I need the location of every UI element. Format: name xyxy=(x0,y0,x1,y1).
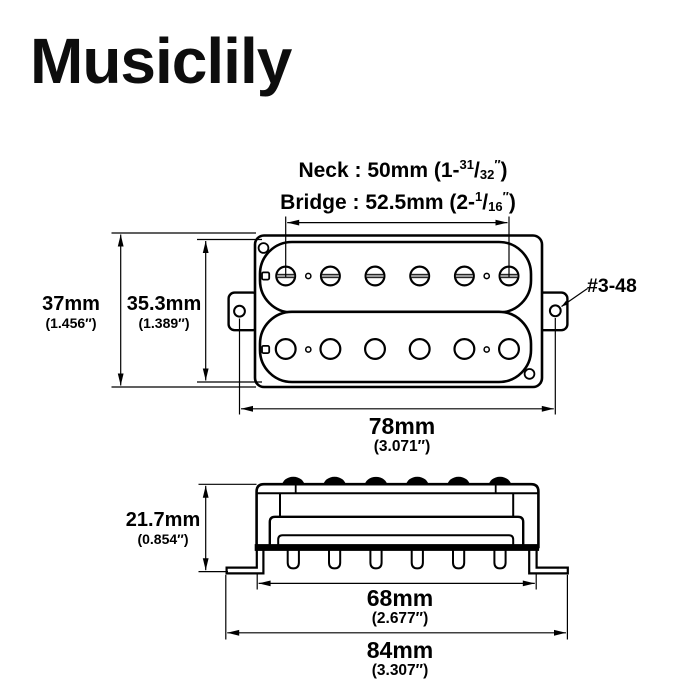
neck-fraction-slash: / xyxy=(474,159,480,182)
bridge-spacing-text: Bridge : 52.5mm (2- xyxy=(280,191,476,214)
mounting-screw-hole-left xyxy=(233,304,246,318)
pole-slug-row xyxy=(274,338,521,361)
pole-slug xyxy=(498,338,521,361)
bridge-inch-prime: ″ xyxy=(502,189,509,204)
cover-screw-top-left xyxy=(257,242,270,254)
cover-dot xyxy=(483,272,491,280)
dim-body-width-mm: 78mm xyxy=(368,413,436,439)
lead-slot-bottom xyxy=(261,344,271,354)
neck-fraction-denominator: 32 xyxy=(479,167,495,182)
dimension-annotations-top xyxy=(111,216,588,415)
bobbin-top xyxy=(258,240,533,314)
pole-screw-slot xyxy=(454,273,474,279)
mounting-bracket-right xyxy=(528,547,569,575)
cover-screw-bottom-right xyxy=(523,368,536,380)
pole-screw-slot xyxy=(410,273,430,279)
cover-dot xyxy=(304,272,312,280)
pole-slug xyxy=(453,338,476,361)
neck-spacing-text: Neck : 50mm (1- xyxy=(298,159,460,182)
pole-leg xyxy=(410,547,424,570)
pickup-top-view xyxy=(227,234,569,389)
dim-body-width-inch: (3.071″) xyxy=(373,437,431,455)
dimension-annotations-side xyxy=(198,483,569,640)
pole-leg-row xyxy=(286,547,507,570)
pole-slug xyxy=(408,338,431,361)
neck-inch-prime: ″ xyxy=(494,157,501,172)
pole-leg xyxy=(286,547,300,570)
pole-screw-slot xyxy=(320,273,340,279)
dim-overall-width-mm: 84mm xyxy=(366,637,434,663)
bridge-spacing-label: Bridge : 52.5mm (2-1/16″) xyxy=(280,189,516,215)
mounting-bracket-left xyxy=(225,547,265,575)
bridge-fraction-numerator: 1 xyxy=(475,189,483,204)
pole-slug xyxy=(274,338,297,361)
dim-overall-height-mm: 37mm xyxy=(42,293,100,315)
dim-side-height-mm: 21.7mm xyxy=(125,509,201,531)
dim-leg-span-inch: (2.677″) xyxy=(371,609,429,627)
baseplate-bar xyxy=(254,544,540,551)
leader-line-screw-thread xyxy=(561,288,588,307)
screw-thread-label: #3-48 xyxy=(587,275,637,297)
cover-dot xyxy=(483,346,491,353)
bobbin-flange-inner xyxy=(277,534,515,548)
dim-overall-width-label: 84mm (3.307″) xyxy=(367,638,433,680)
bridge-fraction-slash: / xyxy=(482,191,489,214)
dim-side-height-label: 21.7mm (0.854″) xyxy=(125,509,201,547)
pole-leg xyxy=(493,547,507,570)
pole-leg xyxy=(328,547,342,570)
dim-overall-width-inch: (3.307″) xyxy=(371,661,429,679)
dim-overall-height-inch: (1.456″) xyxy=(45,314,97,331)
dim-body-width-label: 78mm (3.071″) xyxy=(369,414,435,456)
neck-paren-close: ) xyxy=(500,159,508,182)
dim-leg-span-label: 68mm (2.677″) xyxy=(367,586,433,628)
dim-bobbin-height-inch: (1.389″) xyxy=(138,314,190,331)
dim-bobbin-height-label: 35.3mm (1.389″) xyxy=(126,293,202,331)
mounting-screw-hole-right xyxy=(548,304,562,318)
dim-bobbin-height-mm: 35.3mm xyxy=(126,293,202,315)
pole-slug xyxy=(319,338,342,361)
bridge-fraction-denominator: 16 xyxy=(488,199,503,214)
bobbin-bottom xyxy=(258,310,533,384)
pole-screw-slot xyxy=(365,273,385,279)
dim-side-height-inch: (0.854″) xyxy=(137,530,189,547)
dim-overall-height-label: 37mm (1.456″) xyxy=(42,293,100,331)
dim-leg-span-mm: 68mm xyxy=(366,585,434,611)
pole-leg xyxy=(452,547,466,570)
pole-leg xyxy=(369,547,383,570)
bridge-paren-close: ) xyxy=(508,191,516,214)
cover-dot xyxy=(304,346,312,353)
lead-slot-top xyxy=(261,271,271,281)
neck-spacing-label: Neck : 50mm (1-31/32″) xyxy=(298,157,507,183)
pickup-side-view xyxy=(225,476,569,575)
pole-screw-row xyxy=(275,265,520,287)
pole-slug xyxy=(364,338,387,361)
neck-fraction-numerator: 31 xyxy=(459,157,474,172)
brand-logo: Musiclily xyxy=(30,25,292,97)
